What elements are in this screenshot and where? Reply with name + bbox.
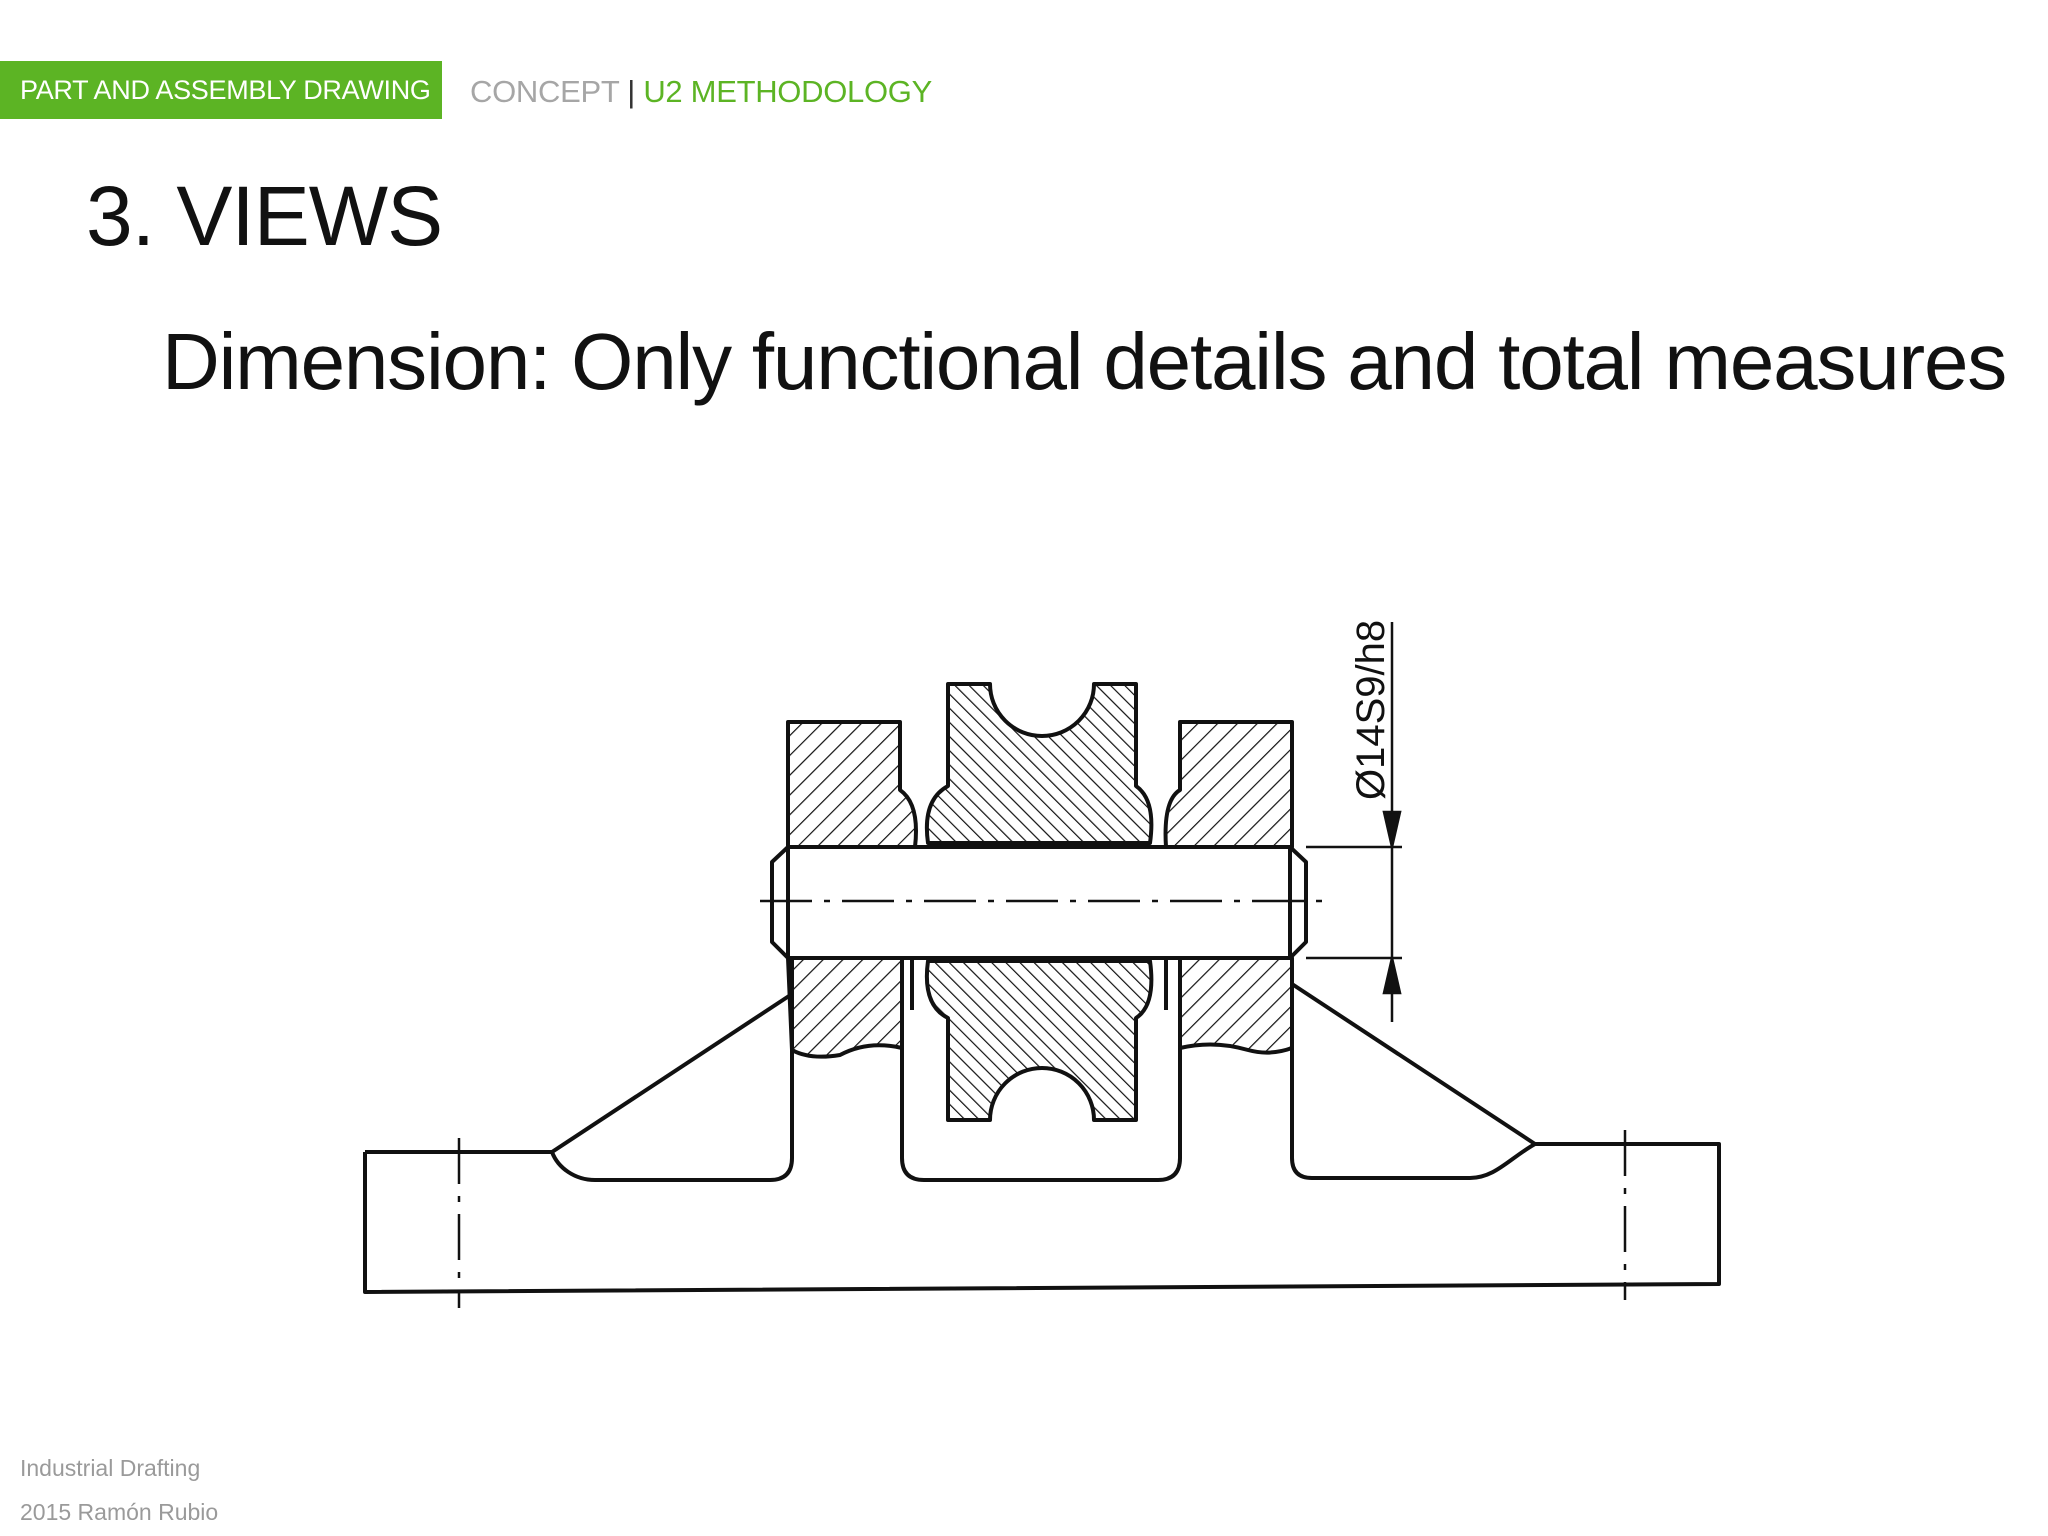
diameter-dimension-label: Ø14S9/h8 — [1349, 620, 1393, 800]
base-plate — [363, 960, 1721, 1294]
breadcrumb-separator: | — [627, 74, 635, 109]
footer-course: Industrial Drafting — [20, 1455, 201, 1481]
breadcrumb: CONCEPT | U2 METHODOLOGY — [470, 74, 932, 110]
slide-title: 3. VIEWS — [86, 169, 443, 263]
pulley-wheel — [910, 682, 1168, 1122]
footer-author: 2015 Ramón Rubio — [20, 1499, 219, 1525]
slide-subtitle: Dimension: Only functional details and t… — [162, 317, 2007, 406]
left-bearing-block — [786, 720, 918, 1059]
diameter-dimension — [1306, 622, 1402, 1022]
breadcrumb-methodology[interactable]: U2 METHODOLOGY — [643, 74, 932, 109]
stand-center-bridge — [900, 1040, 1182, 1182]
center-bolt-holes — [457, 1130, 1627, 1308]
breadcrumb-concept[interactable]: CONCEPT — [470, 74, 619, 109]
right-bearing-block — [1163, 720, 1294, 1055]
section-tag: PART AND ASSEMBLY DRAWING — [0, 61, 442, 119]
shaft-pin — [770, 845, 1308, 960]
